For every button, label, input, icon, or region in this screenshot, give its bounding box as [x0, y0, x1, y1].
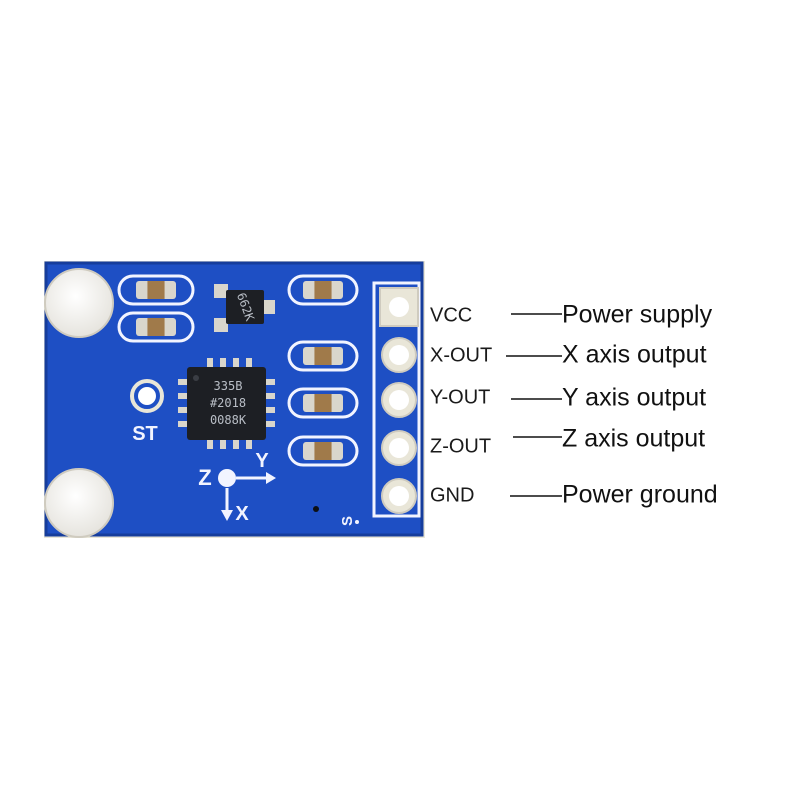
accelerometer-chip: 335B #2018 0088K [178, 358, 275, 449]
pin-description-y-out: Y axis output [562, 384, 706, 412]
silk-label-z: Z [198, 465, 211, 490]
z-axis-dot-icon [218, 469, 236, 487]
transistor: 662K [214, 284, 275, 332]
chip-marking-line-2: #2018 [210, 396, 246, 410]
chip-marking-line-1: 335B [214, 379, 243, 393]
header-pin-hole-gnd [389, 486, 409, 506]
pin-name-vcc: VCC [430, 304, 472, 326]
chip-pins [178, 358, 275, 449]
pin-name-y-out: Y-OUT [430, 386, 490, 408]
chip-marking-line-3: 0088K [210, 413, 247, 427]
header-pins [379, 287, 419, 514]
header-pin-hole-x-out [389, 345, 409, 365]
self-test-hole [138, 387, 156, 405]
chip-body [187, 367, 266, 440]
chip-pin1-dot [193, 375, 199, 381]
silk-dot [355, 520, 359, 524]
pin-name-z-out: Z-OUT [430, 435, 491, 457]
capacitor-c6 [287, 435, 359, 467]
pcb-board: 662K 335B #2018 0088K ST Z Y X [44, 261, 425, 538]
silk-label-s: S [339, 516, 356, 526]
header-pin-hole-z-out [389, 438, 409, 458]
mounting-hole-bottom [44, 468, 114, 538]
capacitor-c3 [287, 274, 359, 306]
capacitor-c5 [287, 387, 359, 419]
via-hole [313, 506, 319, 512]
pin-description-x-out: X axis output [562, 341, 707, 369]
pin-name-x-out: X-OUT [430, 344, 492, 366]
pin-name-gnd: GND [430, 484, 474, 506]
silk-label-y: Y [255, 450, 269, 472]
capacitor-c4 [287, 340, 359, 372]
pin-description-gnd: Power ground [562, 481, 718, 509]
header-outline [372, 281, 421, 518]
header-pin-hole-y-out [389, 390, 409, 410]
capacitor-c2 [117, 311, 195, 343]
silk-label-x: X [235, 503, 249, 525]
silk-label-st: ST [132, 423, 158, 445]
mounting-hole-top [44, 268, 114, 338]
pin-description-vcc: Power supply [562, 301, 713, 329]
pin-description-z-out: Z axis output [562, 425, 705, 453]
header-pin-hole-vcc [389, 297, 409, 317]
pcb-border [44, 261, 424, 537]
capacitor-c1 [117, 274, 195, 306]
axis-indicator: Z Y X [198, 450, 276, 525]
